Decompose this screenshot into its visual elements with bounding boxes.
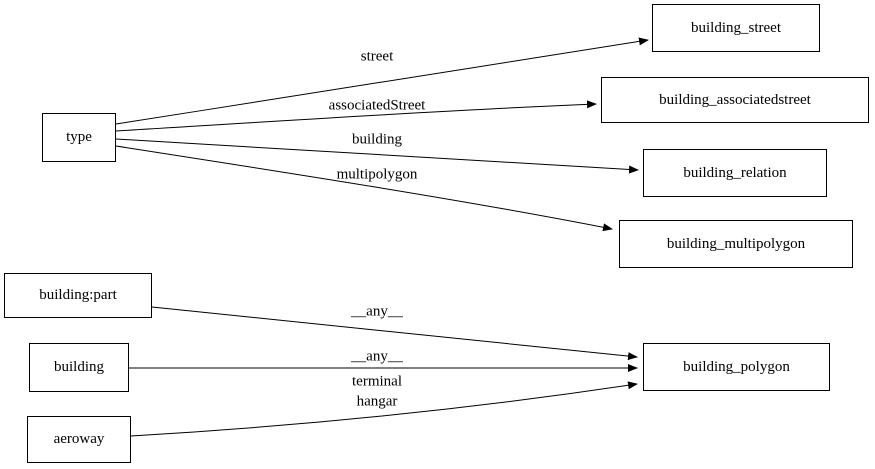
edge-label: __any__: [351, 348, 403, 365]
edge-type-to-building-street: [115, 37, 649, 125]
node-label: building_polygon: [683, 358, 790, 375]
node-label: building: [53, 359, 104, 375]
node-building-polygon: building_polygon: [643, 343, 830, 391]
node-label: building:part: [39, 287, 117, 303]
node-label: building_street: [691, 19, 781, 36]
node-building-street: building_street: [652, 4, 820, 52]
node-label: building_associatedstreet: [659, 91, 811, 108]
node-label: building_relation: [683, 164, 787, 181]
node-building-part: building:part: [4, 273, 152, 318]
edge-type-to-building-multipolygon: [115, 145, 613, 232]
edge-building-part-to-building-polygon: [151, 306, 638, 361]
edge-label: __any__: [351, 303, 403, 320]
edge-label: terminal: [352, 373, 402, 390]
node-building: building: [29, 343, 129, 392]
node-building-associatedstreet: building_associatedstreet: [601, 77, 869, 123]
edge-label: street: [360, 48, 394, 65]
node-label: aeroway: [53, 431, 105, 447]
edge-label: associatedStreet: [328, 97, 426, 114]
edge-label: multipolygon: [336, 166, 418, 183]
node-label: type: [66, 129, 92, 145]
node-aeroway: aeroway: [27, 416, 131, 463]
edge-label: building: [351, 131, 403, 148]
node-building-relation: building_relation: [643, 149, 827, 197]
edge-type-to-building-associatedstreet: [115, 100, 597, 132]
edge-aeroway-to-building-polygon: [130, 381, 638, 437]
edge-label: hangar: [356, 393, 398, 410]
node-label: building_multipolygon: [666, 235, 806, 252]
node-type: type: [42, 113, 116, 162]
node-building-multipolygon: building_multipolygon: [619, 220, 853, 268]
